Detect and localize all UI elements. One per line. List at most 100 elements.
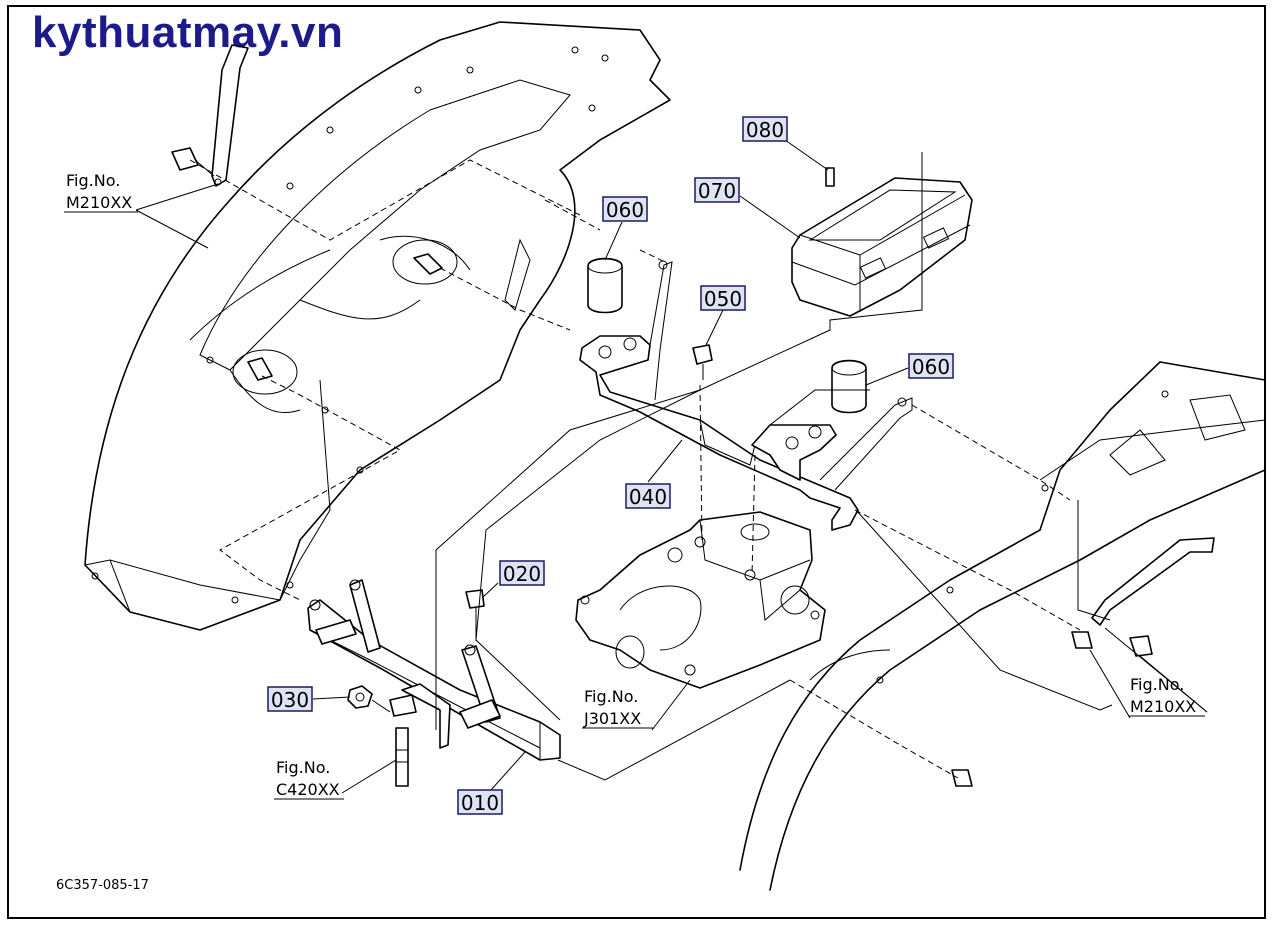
part-label-010[interactable]: 010 (457, 789, 503, 815)
page-border (7, 5, 1266, 919)
left-fender-outline-shape (356, 466, 364, 474)
part-label-060-upper[interactable]: 060 (602, 196, 648, 222)
fig-ref-c420[interactable]: Fig.No. C420XX (274, 758, 344, 800)
part-label-040-text: 040 (629, 485, 667, 509)
tool-box-shape (922, 227, 950, 249)
assembly-line (557, 679, 791, 781)
leader-line (135, 209, 209, 249)
assembly-line (1077, 500, 1111, 621)
left-fender-outline-shape (414, 86, 422, 94)
rubber-mount-upper (587, 257, 623, 314)
stud-c420 (395, 727, 409, 787)
fender-bolts-left-shape (247, 357, 273, 381)
lower-frame-shape (315, 619, 357, 645)
tool-box-shape (825, 167, 835, 187)
part-label-060-lower[interactable]: 060 (908, 353, 954, 379)
fig-ref-m210-left-line2: M210XX (66, 193, 132, 212)
left-fender-outline-shape (231, 596, 239, 604)
toolbox-bracket-shape (699, 419, 756, 466)
part-label-box (457, 789, 503, 815)
toolbox-bracket-shape (623, 337, 637, 351)
right-fender-outline-shape (809, 419, 1266, 681)
lower-frame-shape (309, 599, 321, 611)
part-label-050[interactable]: 050 (700, 285, 746, 311)
toolbox-bracket-shape (808, 425, 822, 439)
toolbox-bracket (579, 260, 913, 531)
part-label-030[interactable]: 030 (267, 686, 313, 712)
toolbox-bracket-shape (658, 260, 668, 270)
stud-c420-shape (395, 727, 409, 787)
lower-frame-shape (307, 599, 561, 761)
left-fender-outline-shape (189, 249, 421, 341)
right-fender-outline-shape (1109, 394, 1246, 476)
bolt-020-shape (465, 589, 485, 609)
left-fender-outline-shape (279, 379, 331, 601)
fig-ref-j301-line2: J301XX (583, 709, 641, 728)
part-label-box (700, 285, 746, 311)
toolbox-bracket-shape (897, 397, 907, 407)
left-fender-outline-shape (91, 572, 99, 580)
leader-line (739, 195, 801, 239)
left-fender-outline-shape (286, 182, 294, 190)
part-label-060-lower-text: 060 (912, 355, 950, 379)
right-fender-outline-shape (1161, 390, 1169, 398)
hydraulic-housing-shape (694, 536, 706, 548)
left-bracket-shape (171, 147, 199, 171)
fender-bolts-left (247, 253, 443, 381)
tool-box-shape (791, 177, 973, 317)
leader-line (604, 221, 623, 261)
lower-frame-shape (349, 579, 361, 591)
drawing-code: 6C357-085-17 (56, 878, 149, 893)
assembly-line (699, 384, 756, 576)
part-label-box (742, 116, 788, 142)
left-bracket (171, 44, 249, 187)
left-fender-outline-shape (206, 356, 214, 364)
lower-frame-shape (464, 644, 476, 656)
hydraulic-housing-shape (580, 595, 590, 605)
lower-frame-shape (401, 683, 451, 749)
left-bracket-shape (194, 159, 215, 177)
assembly-line (189, 159, 581, 241)
right-fender-outline-shape (1041, 484, 1049, 492)
right-bracket-shape (1091, 537, 1215, 626)
fig-ref-m210-right[interactable]: Fig.No. M210XX (1128, 675, 1205, 717)
fig-ref-j301-line1: Fig.No. (584, 687, 638, 706)
bolt-050 (692, 344, 713, 380)
nut-030-shape (347, 685, 373, 709)
hydraulic-housing-shape (810, 610, 820, 620)
toolbox-bracket-shape (819, 397, 913, 491)
part-label-box (694, 177, 740, 203)
fig-ref-m210-left[interactable]: Fig.No. M210XX (64, 171, 138, 213)
left-bracket-shape (214, 178, 222, 186)
hydraulic-housing-shape (699, 519, 811, 621)
right-fender-outline-shape (739, 361, 1266, 871)
hydraulic-housing (575, 511, 826, 689)
part-label-070[interactable]: 070 (694, 177, 740, 203)
right-bracket-shape (1129, 635, 1153, 657)
left-fender-outline-shape (84, 559, 281, 613)
assembly-line (789, 679, 959, 779)
left-fender-outline-shape (504, 238, 531, 311)
part-label-030-text: 030 (271, 688, 309, 712)
fig-ref-j301[interactable]: Fig.No. J301XX (582, 687, 654, 729)
left-fender-outline-shape (286, 581, 294, 589)
toolbox-bracket-shape (598, 345, 612, 359)
right-fender-outline-shape (769, 469, 1266, 891)
assembly-line (435, 152, 923, 730)
left-fender-outline-shape (588, 104, 596, 112)
leader-line (135, 183, 219, 211)
left-fender-outline-shape (601, 54, 609, 62)
part-label-080[interactable]: 080 (742, 116, 788, 142)
hydraulic-housing-shape (740, 523, 770, 541)
assembly-line (769, 389, 870, 426)
part-label-020[interactable]: 020 (499, 560, 545, 586)
part-label-040[interactable]: 040 (625, 483, 671, 509)
assembly-line (544, 199, 666, 263)
right-bracket (951, 537, 1215, 787)
part-label-050-text: 050 (704, 287, 742, 311)
right-fender-outline-shape (946, 586, 954, 594)
right-fender-outline (739, 361, 1266, 891)
rubber-mount-lower-shape (831, 359, 867, 414)
fig-ref-m210-right-line1: Fig.No. (1130, 675, 1184, 694)
